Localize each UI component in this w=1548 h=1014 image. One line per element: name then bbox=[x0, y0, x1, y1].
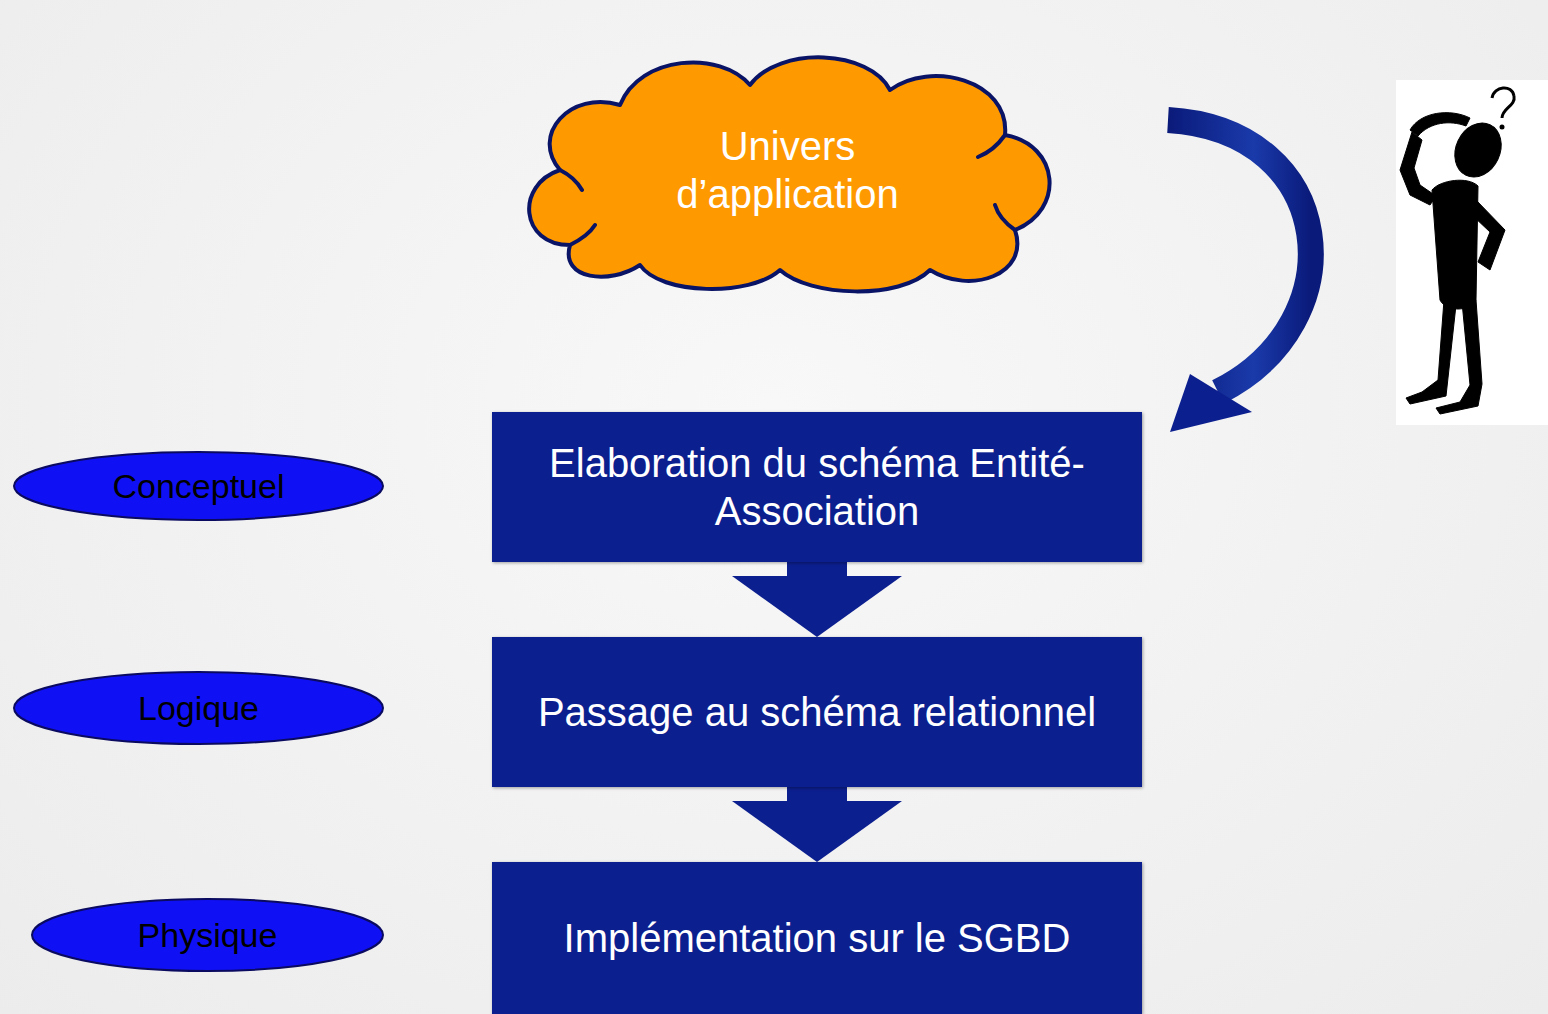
oval-fill bbox=[14, 452, 383, 520]
clipart-ground bbox=[1396, 80, 1548, 425]
step-label: Passage au schéma relationnel bbox=[538, 688, 1096, 736]
cloud-outline bbox=[510, 45, 1065, 295]
flow-arrow bbox=[732, 562, 902, 637]
cloud-shape: Univers d’application bbox=[510, 45, 1065, 295]
step-label: Elaboration du schéma Entité-Association bbox=[537, 439, 1097, 535]
question-mark-symbol bbox=[1492, 88, 1514, 118]
flow-arrow bbox=[1168, 120, 1311, 432]
oval-fill bbox=[32, 899, 383, 971]
thinking-person bbox=[1400, 113, 1510, 414]
question-mark-dot bbox=[1500, 125, 1505, 130]
level-oval: Conceptuel bbox=[12, 450, 385, 522]
level-label: Logique bbox=[138, 688, 259, 729]
cloud-fill bbox=[529, 57, 1049, 291]
cloud-label: Univers d’application bbox=[638, 122, 938, 218]
level-label: Conceptuel bbox=[112, 466, 284, 507]
step-label: Implémentation sur le SGBD bbox=[564, 914, 1071, 962]
process-box: Implémentation sur le SGBD bbox=[492, 862, 1142, 1014]
level-label: Physique bbox=[138, 915, 278, 956]
process-box: Elaboration du schéma Entité-Association bbox=[492, 412, 1142, 562]
level-oval: Physique bbox=[30, 897, 385, 973]
process-box: Passage au schéma relationnel bbox=[492, 637, 1142, 787]
level-oval: Logique bbox=[12, 670, 385, 746]
oval-fill bbox=[14, 672, 383, 744]
flow-arrow bbox=[732, 787, 902, 862]
